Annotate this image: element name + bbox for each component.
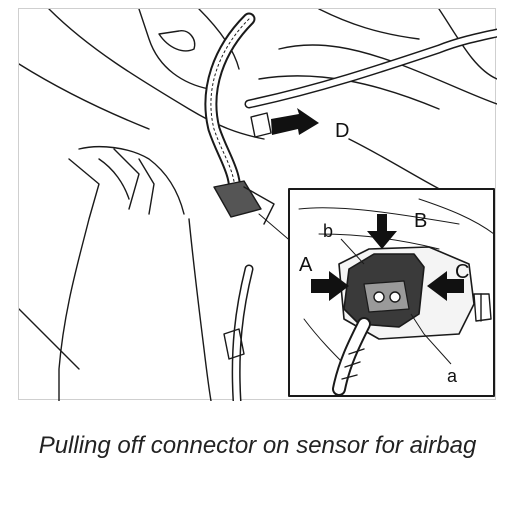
- figure-caption: Pulling off connector on sensor for airb…: [38, 432, 477, 459]
- leader-a: [410, 313, 452, 365]
- line-drawing: [19, 9, 497, 401]
- small-connector: [213, 180, 262, 218]
- label-d: D: [335, 120, 350, 142]
- harness-clip: [250, 112, 272, 138]
- label-b-lower: b: [323, 221, 334, 241]
- arrow-c: [427, 271, 464, 301]
- body-panel-line: [48, 9, 265, 140]
- leader-b: [340, 238, 365, 265]
- label-a-upper: A: [299, 254, 313, 276]
- diagram-figure: D B b A C a: [18, 8, 497, 401]
- body-hole: [158, 30, 196, 52]
- label-c: C: [455, 261, 470, 283]
- housing-outline: [78, 146, 185, 215]
- arrow-b: [367, 214, 397, 249]
- label-a-lower: a: [447, 366, 458, 386]
- label-b-upper: B: [414, 210, 428, 232]
- arrow-d: [271, 108, 319, 135]
- sensor-bolt: [473, 293, 492, 322]
- arrow-a: [311, 271, 349, 301]
